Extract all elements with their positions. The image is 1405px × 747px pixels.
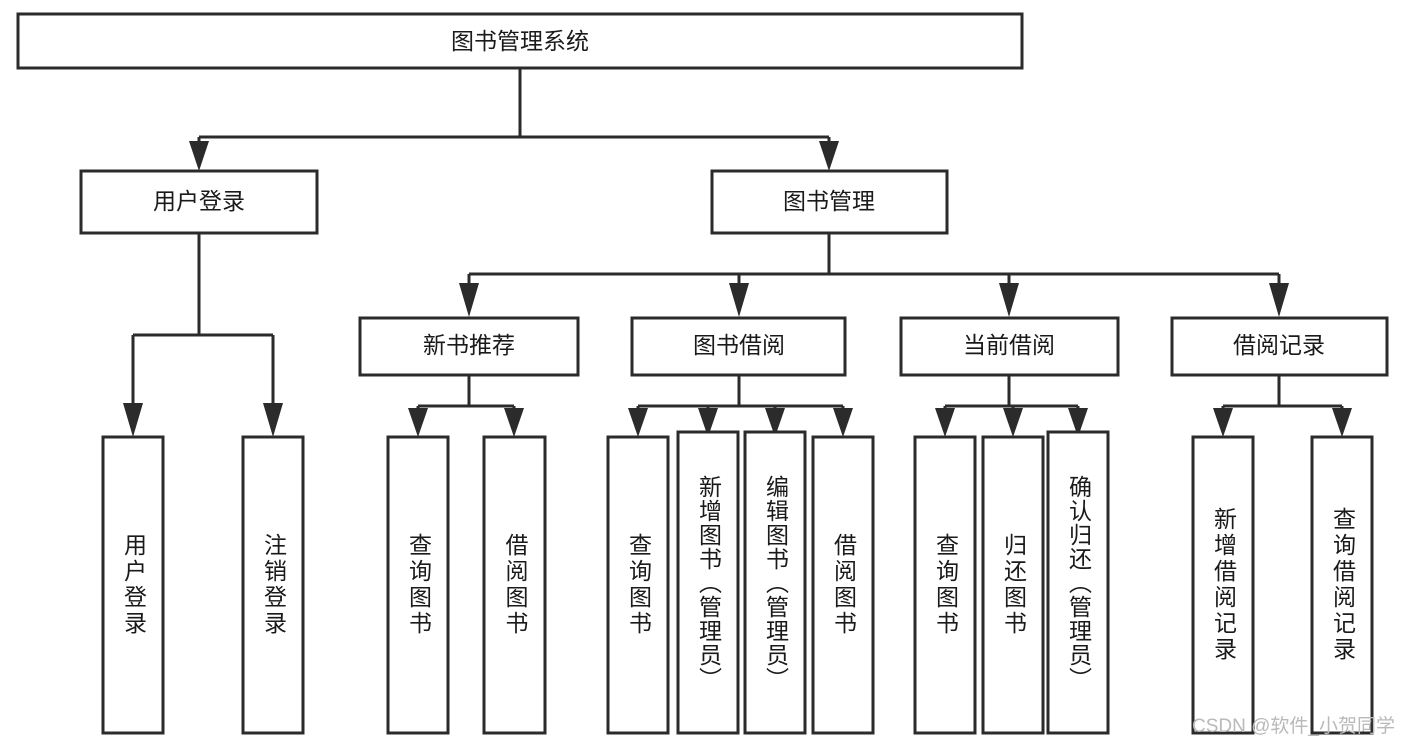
arrow-head-leaf-query-book-3 xyxy=(935,408,955,437)
node-leaf-user-login-box[interactable] xyxy=(101,435,165,735)
node-leaf-borrow-book-2-label-wrap: 借阅图书 xyxy=(830,533,857,637)
node-leaf-query-book-3[interactable]: 查询图书 xyxy=(913,435,977,735)
node-leaf-borrow-book-1-label: 借阅图书 xyxy=(502,533,528,637)
node-leaf-logout-login-label-wrap: 注销登录 xyxy=(260,533,287,637)
node-leaf-edit-book-box[interactable] xyxy=(743,430,807,735)
node-leaf-query-record[interactable]: 查询借阅记录 xyxy=(1310,435,1374,735)
node-leaf-query-book-1-label: 查询图书 xyxy=(405,533,432,637)
node-leaf-add-book[interactable]: 新增图书（管理员） xyxy=(676,430,740,735)
node-user-login-label: 用户登录 xyxy=(153,188,245,214)
arrow-head-borrow-record xyxy=(1269,283,1289,317)
node-leaf-logout-login[interactable]: 注销登录 xyxy=(241,435,305,735)
arrow-head-book-management xyxy=(819,141,839,171)
node-leaf-borrow-book-2[interactable]: 借阅图书 xyxy=(811,435,875,735)
node-leaf-confirm-return-box[interactable] xyxy=(1046,430,1110,735)
node-borrow-record[interactable]: 借阅记录 xyxy=(1170,316,1389,377)
node-book-management-box[interactable] xyxy=(710,169,949,235)
arrow-head-leaf-query-record xyxy=(1332,408,1352,437)
node-leaf-add-record-label: 新增借阅记录 xyxy=(1210,507,1237,663)
arrow-head-leaf-add-record xyxy=(1213,408,1233,437)
node-leaf-user-login[interactable]: 用户登录 xyxy=(101,435,165,735)
node-book-borrow-box[interactable] xyxy=(630,316,847,377)
arrow-head-current-borrow xyxy=(999,283,1019,317)
node-leaf-borrow-book-2-box[interactable] xyxy=(811,435,875,735)
arrow-head-leaf-borrow-book-2 xyxy=(833,408,853,437)
node-leaf-logout-login-box[interactable] xyxy=(241,435,305,735)
node-leaf-confirm-return-label-wrap: 确认归还（管理员） xyxy=(1065,474,1092,691)
node-leaf-query-book-3-box[interactable] xyxy=(913,435,977,735)
connectors-layer xyxy=(123,68,1352,437)
node-leaf-query-record-box[interactable] xyxy=(1310,435,1374,735)
node-leaf-query-book-2-box[interactable] xyxy=(606,435,670,735)
node-leaf-add-record-label-wrap: 新增借阅记录 xyxy=(1210,507,1237,663)
node-leaf-query-book-1[interactable]: 查询图书 xyxy=(386,435,450,735)
node-leaf-return-book-box[interactable] xyxy=(981,435,1045,735)
node-leaf-return-book-label-wrap: 归还图书 xyxy=(1000,533,1027,637)
arrow-head-leaf-return-book xyxy=(1003,408,1023,437)
node-new-book-recommend[interactable]: 新书推荐 xyxy=(358,316,580,377)
arrow-head-leaf-borrow-book-1 xyxy=(504,408,524,437)
watermark-label: CSDN @软件_小贺同学 xyxy=(1192,715,1395,737)
node-leaf-return-book-label: 归还图书 xyxy=(1000,533,1027,637)
node-leaf-query-book-2[interactable]: 查询图书 xyxy=(606,435,670,735)
node-leaf-query-book-3-label-wrap: 查询图书 xyxy=(932,533,959,637)
node-leaf-borrow-book-1-label-wrap: 借阅图书 xyxy=(502,533,528,637)
node-root-label: 图书管理系统 xyxy=(451,28,589,54)
node-leaf-logout-login-label: 注销登录 xyxy=(260,533,287,637)
arrow-head-user-login xyxy=(189,141,209,171)
node-leaf-return-book[interactable]: 归还图书 xyxy=(981,435,1045,735)
node-leaf-confirm-return[interactable]: 确认归还（管理员） xyxy=(1046,430,1110,735)
node-book-borrow-label: 图书借阅 xyxy=(693,332,785,358)
arrow-head-leaf-query-book-1 xyxy=(408,408,428,437)
node-leaf-confirm-return-label: 确认归还（管理员） xyxy=(1065,474,1092,691)
node-leaf-query-book-3-label: 查询图书 xyxy=(932,533,959,637)
node-root-box[interactable] xyxy=(16,12,1024,70)
node-leaf-add-record-box[interactable] xyxy=(1191,435,1255,735)
node-leaf-edit-book-label: 编辑图书（管理员） xyxy=(762,474,789,691)
node-current-borrow-box[interactable] xyxy=(899,316,1120,377)
node-root[interactable]: 图书管理系统 xyxy=(16,12,1024,70)
node-leaf-query-record-label: 查询借阅记录 xyxy=(1329,507,1356,663)
node-user-login[interactable]: 用户登录 xyxy=(79,169,319,235)
node-leaf-add-book-box[interactable] xyxy=(676,430,740,735)
node-leaf-edit-book[interactable]: 编辑图书（管理员） xyxy=(743,430,807,735)
node-new-book-recommend-box[interactable] xyxy=(358,316,580,377)
node-leaf-add-record[interactable]: 新增借阅记录 xyxy=(1191,435,1255,735)
node-leaf-add-book-label-wrap: 新增图书（管理员） xyxy=(695,474,722,691)
node-leaf-borrow-book-2-label: 借阅图书 xyxy=(830,533,857,637)
node-leaf-edit-book-label-wrap: 编辑图书（管理员） xyxy=(762,474,789,691)
node-book-management-label: 图书管理 xyxy=(783,188,875,214)
node-leaf-query-record-label-wrap: 查询借阅记录 xyxy=(1329,507,1356,663)
arrow-head-leaf-query-book-2 xyxy=(628,408,648,437)
arrow-head-leaf-add-book xyxy=(698,408,718,437)
node-book-borrow[interactable]: 图书借阅 xyxy=(630,316,847,377)
node-leaf-query-book-1-box[interactable] xyxy=(386,435,450,735)
arrow-head-leaf-edit-book xyxy=(765,408,785,437)
node-leaf-user-login-label-wrap: 用户登录 xyxy=(120,533,147,637)
node-leaf-query-book-2-label: 查询图书 xyxy=(625,533,652,637)
arrow-head-leaf-user-login xyxy=(123,403,143,437)
node-current-borrow[interactable]: 当前借阅 xyxy=(899,316,1120,377)
node-leaf-add-book-label: 新增图书（管理员） xyxy=(695,474,722,691)
node-user-login-box[interactable] xyxy=(79,169,319,235)
arrow-head-leaf-confirm-return xyxy=(1068,408,1088,437)
node-book-management[interactable]: 图书管理 xyxy=(710,169,949,235)
arrow-head-new-book-recommend xyxy=(459,283,479,317)
arrow-head-leaf-logout-login xyxy=(263,403,283,437)
node-leaf-borrow-book-1[interactable]: 借阅图书 xyxy=(482,435,547,735)
node-new-book-recommend-label: 新书推荐 xyxy=(423,332,515,358)
arrow-head-book-borrow xyxy=(729,283,749,317)
node-leaf-user-login-label: 用户登录 xyxy=(120,533,147,637)
node-leaf-query-book-2-label-wrap: 查询图书 xyxy=(625,533,652,637)
node-current-borrow-label: 当前借阅 xyxy=(963,332,1055,358)
node-borrow-record-label: 借阅记录 xyxy=(1233,332,1325,358)
node-borrow-record-box[interactable] xyxy=(1170,316,1389,377)
node-leaf-query-book-1-label-wrap: 查询图书 xyxy=(405,533,432,637)
node-leaf-borrow-book-1-box[interactable] xyxy=(482,435,547,735)
